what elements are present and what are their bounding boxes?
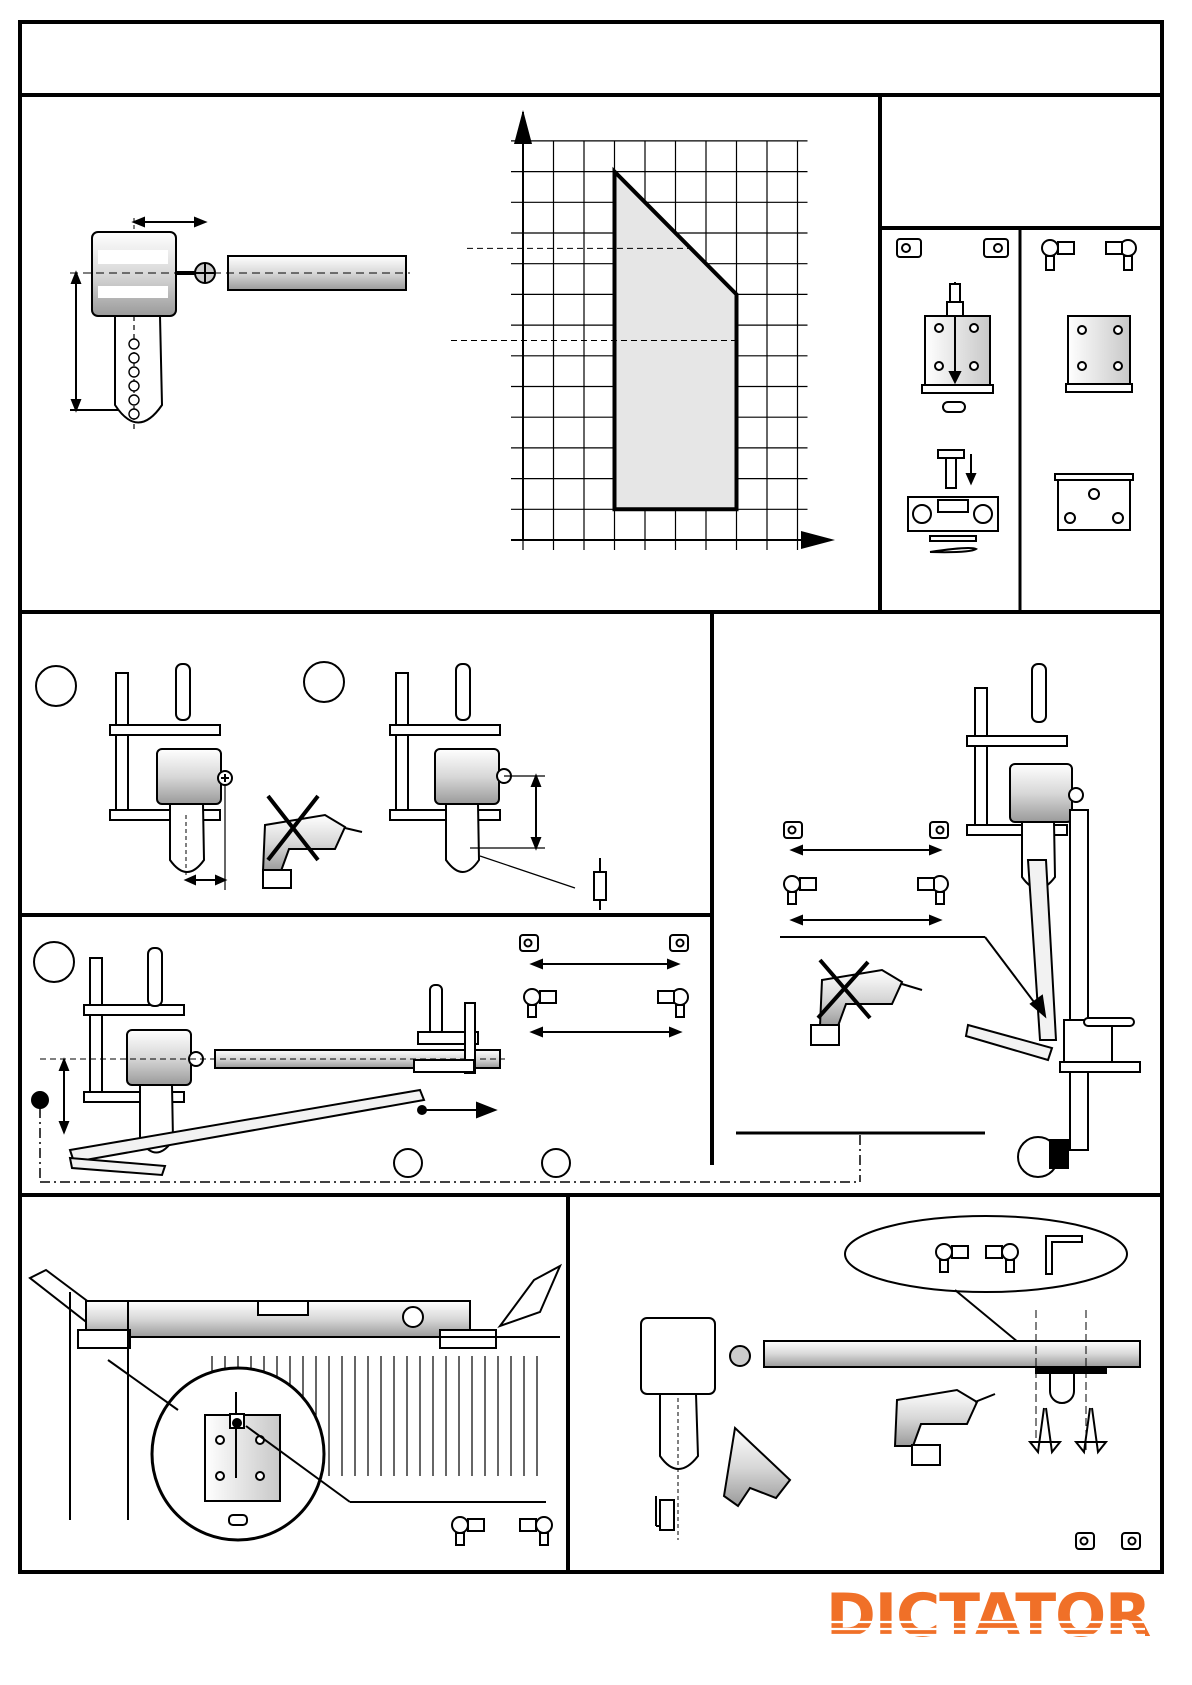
y-axis-arrow [514, 110, 532, 144]
parts-panel [897, 239, 1136, 552]
hinge-pin-icon [1042, 240, 1136, 270]
drill-installation [641, 1216, 1140, 1549]
closer-side-view [70, 218, 410, 432]
svg-text:DICTATOR: DICTATOR [826, 1581, 1150, 1651]
level-installation [30, 1266, 560, 1545]
closer-parallel-arm [736, 664, 1140, 1168]
mounting-plate-1 [922, 282, 993, 412]
x-axis-arrow [801, 531, 835, 549]
bolt-and-plate-kit [908, 450, 998, 552]
step-circle [34, 942, 74, 982]
bracket-icon [897, 239, 1008, 257]
step-circle [36, 666, 76, 706]
closer-with-ruler [32, 948, 860, 1182]
step-circle [542, 1149, 570, 1177]
closer-frame-a [110, 664, 232, 890]
mounting-plate-2 [1066, 316, 1132, 392]
step-circle [304, 662, 344, 702]
mounting-plate-3 [1055, 474, 1133, 530]
brand-logo: DICTATOR [820, 1581, 1150, 1651]
closer-frame-b [390, 664, 606, 910]
step-circle [394, 1149, 422, 1177]
permissible-range-chart [451, 110, 835, 550]
